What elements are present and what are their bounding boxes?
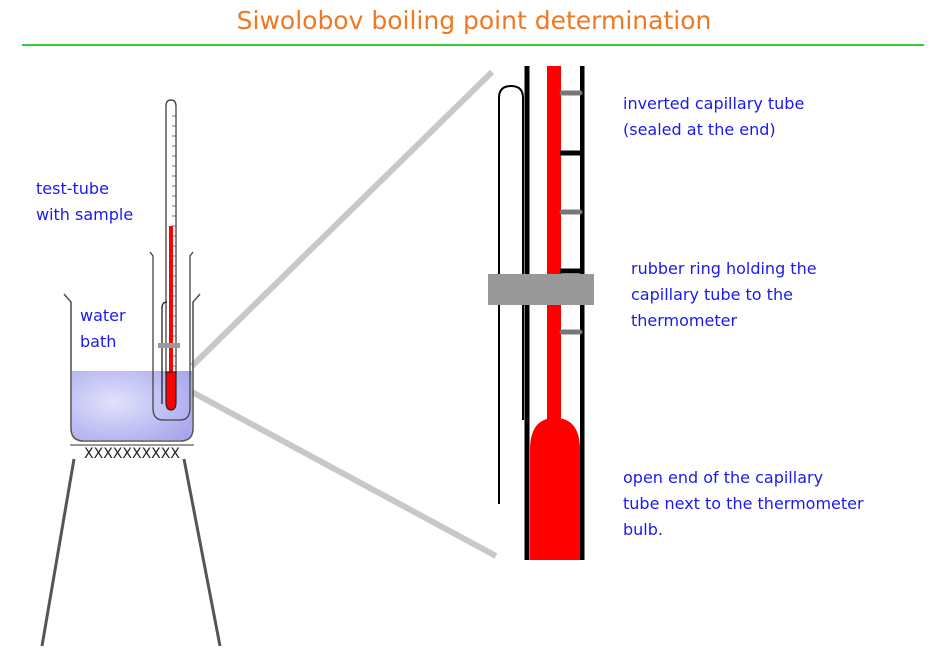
- rubber-ring-small: [158, 343, 180, 348]
- capillary-tube-small: [161, 301, 168, 404]
- capillary-tube-zoomed: [498, 84, 524, 504]
- thermometer-bulb-zoomed: [530, 418, 580, 560]
- mercury-column-zoomed: [547, 66, 561, 426]
- wire-gauze: XXXXXXXXXX: [70, 444, 194, 462]
- rubber-ring-zoomed: [488, 274, 594, 305]
- thermometer-small: [158, 99, 180, 411]
- zoomed-view: [488, 66, 594, 560]
- mercury-column: [169, 226, 173, 376]
- title-divider: [22, 44, 924, 46]
- gauze-mesh: XXXXXXXXXX: [84, 446, 180, 462]
- test-tube: [149, 251, 194, 421]
- scale-ticks-zoomed: [559, 90, 583, 335]
- zoom-lines: [189, 69, 498, 559]
- label-inverted-capillary: inverted capillary tube(sealed at the en…: [623, 94, 805, 139]
- page-title: Siwolobov boiling point determination: [236, 6, 712, 35]
- tripod-stand: [40, 458, 222, 647]
- thermometer-bulb: [165, 371, 177, 411]
